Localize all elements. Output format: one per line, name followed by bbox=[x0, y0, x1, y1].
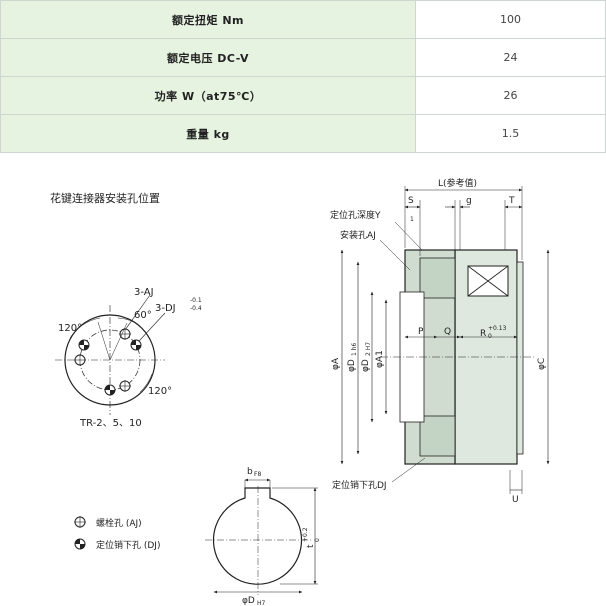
angle-ray bbox=[97, 321, 111, 361]
angle-arc-120-right bbox=[139, 373, 153, 393]
label-b: b bbox=[247, 467, 253, 477]
label-R: R bbox=[480, 329, 486, 339]
bore-outline bbox=[212, 487, 303, 585]
label-t-tol-upper: +0.2 bbox=[302, 527, 309, 542]
label-y1: 定位孔深度Y bbox=[330, 209, 381, 221]
spec-row: 功率 W（at75℃） 26 bbox=[0, 76, 606, 115]
label-phiD-sub: H7 bbox=[257, 600, 266, 606]
leader-3aj bbox=[124, 294, 151, 331]
hub-upper bbox=[419, 257, 456, 299]
spec-label: 功率 W（at75℃） bbox=[0, 76, 416, 115]
label-phiD: φD bbox=[242, 596, 255, 606]
label-phiA: φA bbox=[331, 357, 341, 370]
model-note: TR-2、5、10 bbox=[79, 418, 142, 429]
label-angle-120-left: 120° bbox=[58, 323, 82, 334]
label-b-sub: F8 bbox=[254, 471, 261, 478]
bolt-hole-legend-icon bbox=[74, 516, 86, 528]
brake-section-view: L(参考值) S g T 定位孔深度Y 1 安装孔AJ P Q R +0.13 … bbox=[330, 177, 550, 505]
label-phiD2-sub: 2 H7 bbox=[365, 342, 372, 356]
leader-3dj bbox=[138, 312, 166, 342]
spec-table: 额定扭矩 Nm 100 额定电压 DC-V 24 功率 W（at75℃） 26 … bbox=[0, 0, 606, 153]
housing-flange bbox=[516, 261, 524, 455]
spec-value: 26 bbox=[415, 76, 606, 115]
flange-title: 花键连接器安装孔位置 bbox=[50, 191, 160, 205]
label-t-tol-lower: 0 bbox=[314, 538, 321, 542]
flange-hole-layout: 花键连接器安装孔位置 bbox=[50, 191, 202, 429]
angle-arc-120-left bbox=[69, 317, 101, 339]
label-R-tol-lower: 0 bbox=[488, 333, 492, 340]
label-phiA1: φA1 bbox=[375, 350, 385, 368]
label-3dj: 3-DJ bbox=[155, 303, 176, 314]
spec-label: 额定扭矩 Nm bbox=[0, 0, 416, 39]
keyed-bore-view: b F8 t +0.2 0 φD H7 bbox=[205, 467, 321, 606]
label-phiD1: φD bbox=[347, 359, 357, 372]
spec-value: 24 bbox=[415, 38, 606, 77]
bolt-hole-icon bbox=[74, 354, 86, 366]
legend-bolt-hole: 螺栓孔 (AJ) bbox=[96, 517, 142, 529]
label-3aj: 3-AJ bbox=[134, 287, 154, 298]
pin-hole-icon bbox=[78, 339, 90, 351]
angle-ray bbox=[109, 322, 128, 361]
spec-value: 1.5 bbox=[415, 114, 606, 153]
pin-hole-icon bbox=[130, 339, 142, 351]
label-L: L(参考值) bbox=[438, 177, 477, 189]
label-phiD1-sub: 1 h6 bbox=[351, 342, 358, 356]
label-dj: 定位销下孔DJ bbox=[332, 479, 387, 491]
label-aj: 安装孔AJ bbox=[340, 229, 376, 241]
label-t: t bbox=[306, 544, 316, 548]
label-y1-sub: 1 bbox=[410, 216, 414, 223]
pin-hole-legend-icon bbox=[74, 538, 86, 550]
label-T: T bbox=[508, 196, 515, 206]
angle-arc-60 bbox=[117, 317, 141, 327]
label-P: P bbox=[418, 327, 424, 337]
label-phiD2: φD bbox=[361, 359, 371, 372]
bolt-hole-icon bbox=[119, 380, 131, 392]
label-angle-60: 60° bbox=[134, 310, 152, 321]
spec-label: 重量 kg bbox=[0, 114, 416, 153]
spec-row: 重量 kg 1.5 bbox=[0, 114, 606, 153]
spec-row: 额定扭矩 Nm 100 bbox=[0, 0, 606, 39]
label-R-tol-upper: +0.13 bbox=[488, 325, 507, 332]
legend: 螺栓孔 (AJ) 定位销下孔 (DJ) bbox=[74, 516, 160, 551]
label-g: g bbox=[466, 196, 472, 206]
pin-hole-icon bbox=[104, 384, 116, 396]
legend-pin-hole: 定位销下孔 (DJ) bbox=[96, 539, 160, 551]
bolt-hole-icon bbox=[119, 328, 131, 340]
label-angle-120-right: 120° bbox=[148, 386, 172, 397]
hub-lower bbox=[419, 415, 456, 457]
label-phiC: φC bbox=[537, 358, 547, 370]
label-S: S bbox=[408, 196, 414, 206]
dj-tol-upper: -0.1 bbox=[190, 297, 202, 304]
label-Q: Q bbox=[444, 327, 451, 337]
label-U: U bbox=[512, 495, 519, 505]
dj-tol-lower: -0.4 bbox=[190, 305, 202, 312]
